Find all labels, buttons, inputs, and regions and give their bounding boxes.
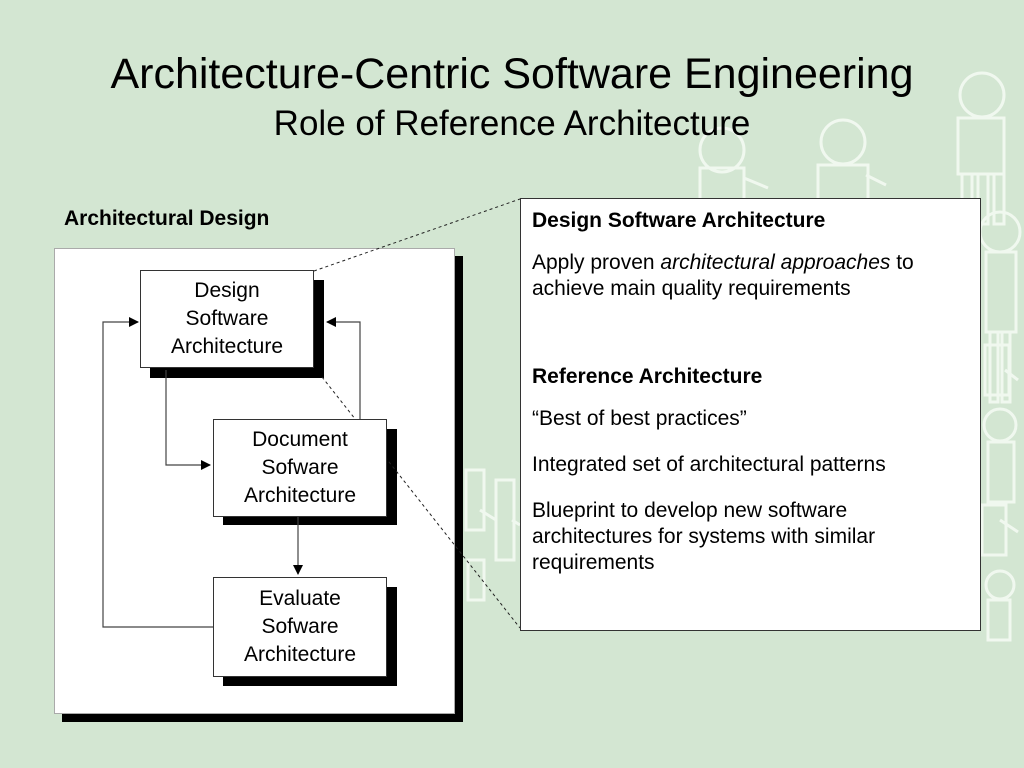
slide-title: Architecture-Centric Software Engineerin… (110, 50, 914, 98)
node-line: Design (194, 279, 260, 302)
design-text: to achieve main quality requirements (532, 251, 914, 300)
node-line: Software (185, 307, 269, 330)
reference-item: Integrated set of architectural patterns (532, 453, 886, 476)
reference-item: Blueprint to develop new software archit… (532, 499, 876, 574)
node-line: Sofware (261, 615, 339, 638)
section-label: Architectural Design (64, 207, 270, 230)
reference-heading: Reference Architecture (532, 365, 763, 388)
design-heading: Design Software Architecture (532, 209, 826, 232)
node-line: Evaluate (259, 587, 341, 610)
node-evaluate-software-architecture: Evaluate Sofware Architecture (213, 577, 387, 677)
node-line: Architecture (243, 484, 357, 507)
slide-subtitle: Role of Reference Architecture (273, 104, 751, 143)
design-description: Apply proven architectural approaches to… (532, 250, 970, 302)
node-line: Architecture (170, 335, 284, 358)
reference-item: “Best of best practices” (532, 407, 747, 430)
node-line: Document (252, 428, 348, 451)
info-callout-box: Design Software Architecture Apply prove… (520, 198, 981, 631)
node-line: Sofware (261, 456, 339, 479)
node-line: Architecture (243, 643, 357, 666)
design-text: Apply proven (532, 251, 661, 274)
node-design-software-architecture: Design Software Architecture (140, 270, 314, 368)
design-text-emphasis: architectural approaches (660, 251, 891, 274)
node-document-software-architecture: Document Sofware Architecture (213, 419, 387, 517)
